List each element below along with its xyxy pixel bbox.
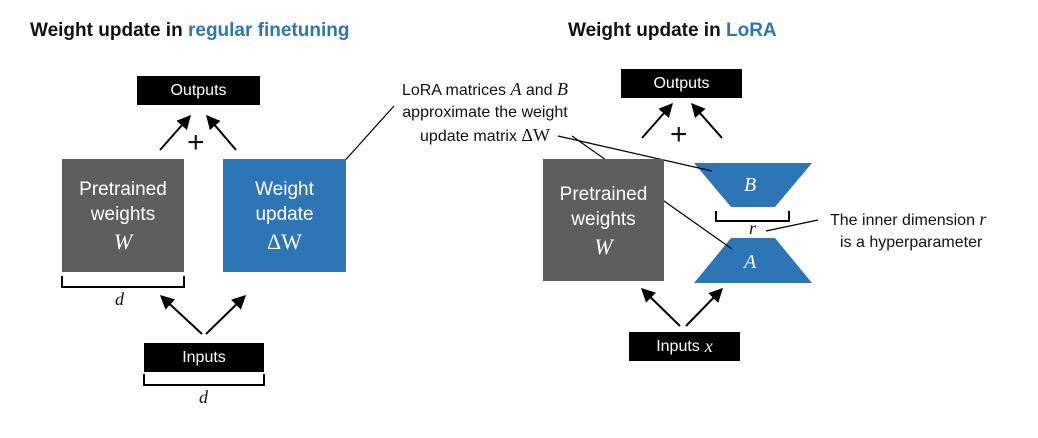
- rank-annotation-line2: is a hyperparameter: [840, 234, 983, 251]
- update-line1: Weight: [255, 179, 314, 200]
- matrix-b-label: B: [744, 174, 757, 196]
- bracket-inputs: [143, 374, 265, 386]
- plus-sign-lora: +: [670, 118, 688, 151]
- inputs-box: Inputs: [144, 343, 264, 372]
- left-title: Weight update in regular finetuning: [30, 20, 349, 42]
- matrix-b-shape: [694, 163, 812, 207]
- outputs-box: Outputs: [137, 76, 260, 105]
- rank-annotation: The inner dimension r is a hyperparamete…: [830, 208, 986, 254]
- lora-annotation-delta: ΔW: [521, 125, 550, 145]
- bracket-pretrained: [61, 276, 185, 288]
- outputs-label: Outputs: [170, 81, 227, 99]
- pretrained-line1-lora: Pretrained: [559, 183, 648, 205]
- weight-update-box: Weight update ΔW: [223, 159, 346, 272]
- left-title-prefix: Weight update in: [30, 20, 188, 41]
- rank-annotation-line1: The inner dimension r: [830, 208, 986, 232]
- inputs-label-lora: Inputs: [656, 337, 700, 355]
- update-line2: update: [255, 204, 314, 225]
- pretrained-weights-box-lora: Pretrained weights W: [543, 159, 664, 281]
- arrow-b-to-outputs: [691, 102, 723, 139]
- left-title-highlight: regular finetuning: [187, 20, 350, 41]
- right-title-prefix: Weight update in: [568, 20, 726, 41]
- update-symbol: ΔW: [267, 229, 302, 254]
- inputs-label: Inputs: [182, 348, 226, 366]
- matrix-a-label: A: [744, 251, 757, 273]
- lora-annotation-line2: approximate the weight: [402, 104, 568, 121]
- pretrained-symbol-lora: W: [594, 233, 613, 259]
- arrow-inputs-to-update: [205, 295, 247, 335]
- dimension-d-square: d: [115, 289, 124, 309]
- inputs-x-symbol: x: [704, 336, 713, 356]
- arrow-pretrained-to-outputs: [159, 114, 191, 151]
- lora-annotation-line1: LoRA matrices A and B: [380, 78, 590, 102]
- lora-annotation: LoRA matrices A and B approximate the we…: [380, 78, 590, 148]
- pointer-to-r: [765, 219, 819, 232]
- outputs-label-lora: Outputs: [653, 74, 710, 92]
- plus-sign: +: [187, 126, 205, 159]
- pointer-to-update: [339, 105, 395, 167]
- bracket-r: [715, 211, 790, 222]
- lora-annotation-and: and: [521, 82, 558, 99]
- pretrained-symbol: W: [113, 229, 133, 254]
- rank-annotation-r: r: [979, 209, 987, 229]
- rank-r-label: r: [749, 218, 757, 238]
- matrix-a-shape: [694, 238, 812, 283]
- outputs-box-lora: Outputs: [621, 69, 742, 98]
- lora-annotation-a: A: [510, 79, 522, 99]
- arrow-inputs-to-a: [685, 287, 723, 327]
- lora-annotation-line3-prefix: update matrix: [420, 128, 522, 145]
- pretrained-line2: weights: [90, 204, 156, 225]
- arrow-inputs-to-pretrained: [159, 295, 203, 335]
- arrow-pretrained-to-outputs-lora: [641, 102, 673, 139]
- lora-annotation-b: B: [557, 79, 569, 99]
- dimension-d-inputs: d: [199, 387, 208, 407]
- pretrained-line2-lora: weights: [571, 208, 636, 230]
- pointer-to-b: [557, 135, 713, 172]
- rank-annotation-prefix: The inner dimension: [830, 212, 980, 229]
- lora-annotation-prefix: LoRA matrices: [401, 82, 511, 99]
- pretrained-line1: Pretrained: [79, 179, 167, 200]
- arrow-update-to-outputs: [206, 114, 237, 151]
- right-title: Weight update in LoRA: [568, 20, 777, 42]
- right-title-highlight: LoRA: [725, 20, 777, 41]
- pretrained-weights-box: Pretrained weights W: [62, 159, 184, 272]
- arrow-inputs-to-pretrained-lora: [640, 288, 681, 327]
- lora-annotation-line3: update matrix ΔW: [380, 124, 590, 148]
- update-symbol-text: ΔW: [267, 229, 302, 254]
